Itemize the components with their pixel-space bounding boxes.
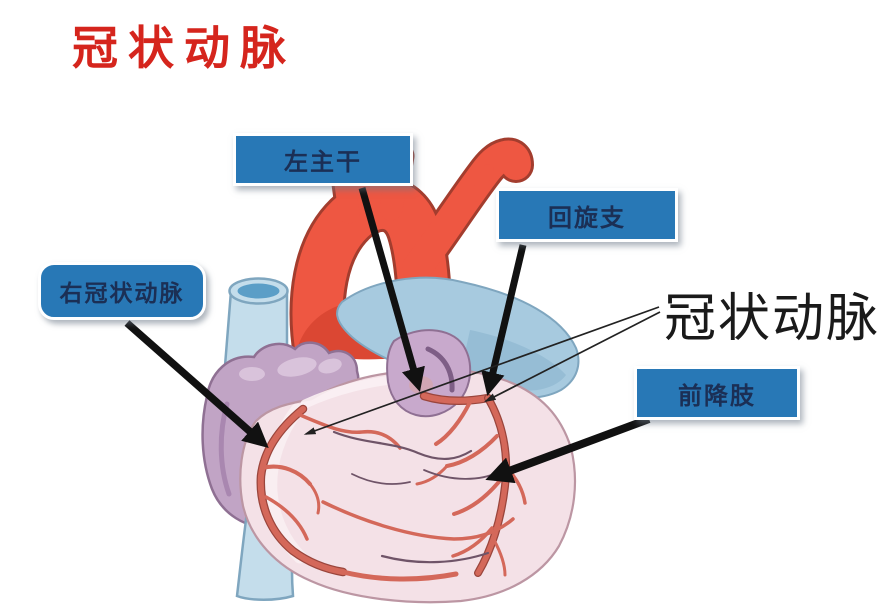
label-left-main-trunk: 左主干	[233, 133, 413, 186]
arrow-anterior-descending	[485, 415, 651, 484]
arrow-left-main	[358, 187, 425, 392]
arrow-right-coronary	[124, 320, 269, 449]
label-anterior-descending-branch: 前降肢	[634, 366, 800, 420]
label-circumflex-branch: 回旋支	[496, 188, 678, 242]
label-left-main-trunk-text: 左主干	[284, 149, 362, 176]
annotation-coronary-artery: 冠状动脉	[664, 289, 881, 349]
label-right-coronary-artery: 右冠状动脉	[38, 262, 206, 320]
page-title: 冠状动脉	[72, 22, 296, 74]
arrow-circumflex	[481, 244, 527, 396]
label-right-coronary-artery-text: 右冠状动脉	[59, 280, 185, 306]
label-anterior-descending-branch-text: 前降肢	[678, 382, 756, 410]
thin-line-to-left-coronary	[483, 311, 661, 403]
pointer-arrows	[124, 187, 661, 484]
label-circumflex-branch-text: 回旋支	[548, 204, 626, 232]
right-coronary-artery	[256, 404, 459, 582]
thin-line-to-right-coronary	[303, 306, 660, 435]
cardiac-veins	[332, 430, 500, 564]
